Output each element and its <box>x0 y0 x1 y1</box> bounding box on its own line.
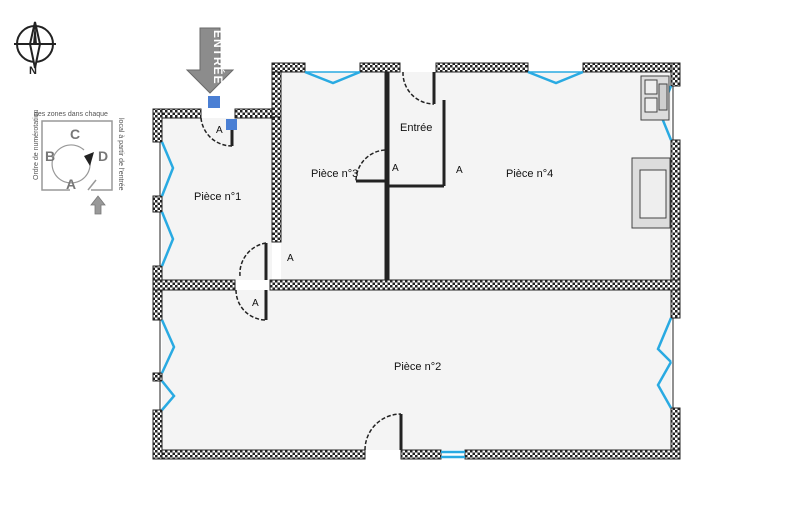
appliance <box>631 157 671 229</box>
wall-right-2 <box>670 139 681 319</box>
door-arc-r2-bottom <box>364 413 402 451</box>
room-1-label: Pièce n°1 <box>194 191 241 203</box>
wall-top-4 <box>582 62 681 73</box>
legend-text-top: des zones dans chaque <box>34 111 108 118</box>
entrance-arrow: ENTRÉE <box>185 27 235 94</box>
legend-text-right: local à partir de l'entrée <box>117 118 124 191</box>
entrance-marker-2 <box>226 119 237 130</box>
floor-room-2 <box>162 290 671 450</box>
legend-letter-d: D <box>98 148 108 164</box>
door-marker-r1: A <box>216 125 223 136</box>
window-right-3 <box>656 361 673 409</box>
window-r1-1 <box>160 141 175 197</box>
window-r2-2 <box>161 380 176 411</box>
legend-letter-b: B <box>45 148 55 164</box>
door-marker-r1-bottom: A <box>287 253 294 264</box>
window-top-1 <box>304 70 361 85</box>
door-markers: A A A A A <box>216 125 463 309</box>
door-marker-r2: A <box>252 298 259 309</box>
wall-top-1 <box>271 62 306 73</box>
window-top-2 <box>527 70 584 85</box>
wall-top-2 <box>359 62 401 73</box>
wall-top-3 <box>435 62 529 73</box>
wall-r2-left-2 <box>152 372 163 382</box>
legend-letter-a: A <box>66 176 76 192</box>
wall-bottom-3 <box>464 449 681 460</box>
window-frames <box>159 86 674 410</box>
floors <box>162 72 671 450</box>
wall-r2-left-1 <box>152 289 163 321</box>
compass-icon: N <box>14 21 56 77</box>
doors <box>200 71 435 451</box>
room-4-label: Pièce n°4 <box>506 168 553 180</box>
wall-r3-r4 <box>384 71 390 281</box>
floor-room-1 <box>162 118 272 280</box>
sink <box>640 75 670 121</box>
room-3-label: Pièce n°3 <box>311 168 358 180</box>
windows <box>160 70 673 459</box>
window-r2-1 <box>160 319 176 374</box>
wall-r1-r3 <box>271 116 282 243</box>
wall-mid-2 <box>269 279 681 291</box>
floor-room-4 <box>389 72 671 280</box>
legend-text-left: Ordre de numérotation <box>33 109 40 180</box>
window-r1-2 <box>160 211 175 267</box>
wall-r2-left-3 <box>152 409 163 460</box>
door-marker-r3: A <box>392 163 399 174</box>
compass-north-letter: N <box>29 65 37 77</box>
entrance-label: ENTRÉE <box>211 30 226 85</box>
room-2-label: Pièce n°2 <box>394 361 441 373</box>
entrance-marker-1 <box>208 96 220 108</box>
door-arc-entree <box>402 71 435 105</box>
wall-right-1 <box>670 62 681 87</box>
legend-letter-c: C <box>70 126 80 142</box>
room-labels: Pièce n°1 Pièce n°2 Pièce n°3 Pièce n°4 … <box>194 122 553 373</box>
wall-r1-left-2 <box>152 195 163 213</box>
floor-room-3 <box>281 72 385 280</box>
entree-hall-label: Entrée <box>400 122 432 134</box>
wall-mid-1 <box>152 279 236 291</box>
legend-entrance-arrow-icon <box>90 195 106 215</box>
door-marker-r4: A <box>456 165 463 176</box>
door-arc-r2-top <box>235 289 267 321</box>
wall-r1-left-1 <box>152 108 163 143</box>
walls <box>152 62 681 460</box>
numbering-legend: des zones dans chaque Ordre de numérotat… <box>33 109 124 215</box>
window-right-2 <box>656 317 673 363</box>
wall-bottom-2 <box>400 449 442 460</box>
wall-bottom-1 <box>152 449 366 460</box>
